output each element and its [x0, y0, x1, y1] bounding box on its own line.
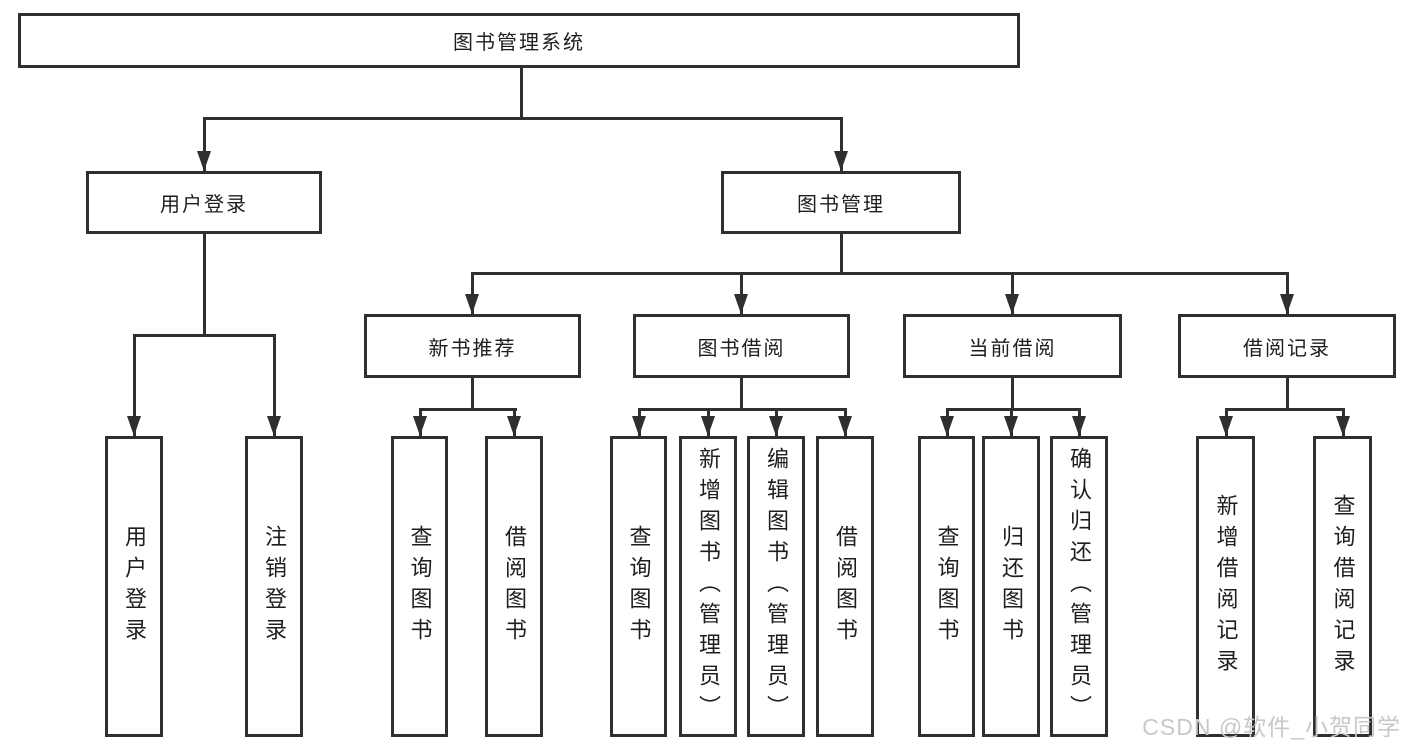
leaf-label: 用户登录: [122, 524, 147, 649]
connector-line: [133, 334, 276, 337]
arrow-down-icon: [1005, 294, 1019, 314]
arrow-down-icon: [413, 416, 427, 436]
arrow-down-icon: [834, 151, 848, 171]
arrow-down-icon: [197, 151, 211, 171]
leaf-add-books-admin: 新增图书（管理员）: [679, 436, 737, 737]
leaf-edit-books-admin: 编辑图书（管理员）: [747, 436, 805, 737]
node-new-book-recommendation: 新书推荐: [364, 314, 581, 378]
connector-line: [1286, 378, 1289, 411]
connector-line: [1286, 272, 1289, 314]
connector-line: [273, 334, 276, 436]
arrow-down-icon: [1072, 416, 1086, 436]
connector-line: [203, 117, 843, 120]
node-book-borrowing: 图书借阅: [633, 314, 850, 378]
connector-line: [1225, 408, 1345, 411]
arrow-down-icon: [769, 416, 783, 436]
leaf-label: 查询图书: [407, 524, 433, 649]
leaf-user-login: 用户登录: [105, 436, 163, 737]
connector-line: [1011, 272, 1014, 314]
leaf-label: 借阅图书: [833, 524, 858, 649]
leaf-borrow-books: 借阅图书: [816, 436, 874, 737]
leaf-query-books: 查询图书: [391, 436, 448, 737]
leaf-query-books: 查询图书: [610, 436, 667, 737]
leaf-logout-login: 注销登录: [245, 436, 303, 737]
arrow-down-icon: [1219, 416, 1233, 436]
connector-line: [203, 234, 206, 337]
arrow-down-icon: [632, 416, 646, 436]
arrow-down-icon: [838, 416, 852, 436]
connector-line: [203, 117, 206, 171]
connector-line: [471, 378, 474, 411]
connector-line: [740, 272, 743, 314]
leaf-borrow-books: 借阅图书: [485, 436, 543, 737]
leaf-label: 查询借阅记录: [1330, 493, 1356, 680]
arrow-down-icon: [734, 294, 748, 314]
leaf-label: 归还图书: [999, 524, 1024, 649]
leaf-label: 新增图书（管理员）: [696, 447, 721, 726]
connector-line: [471, 272, 474, 314]
node-borrowing-records: 借阅记录: [1178, 314, 1396, 378]
leaf-add-borrow-record: 新增借阅记录: [1196, 436, 1255, 737]
arrow-down-icon: [267, 416, 281, 436]
node-user-login: 用户登录: [86, 171, 322, 234]
arrow-down-icon: [1280, 294, 1294, 314]
leaf-label: 编辑图书（管理员）: [764, 447, 789, 726]
arrow-down-icon: [940, 416, 954, 436]
leaf-label: 注销登录: [262, 524, 287, 649]
connector-line: [1011, 378, 1014, 411]
node-current-borrowing: 当前借阅: [903, 314, 1122, 378]
connector-line: [946, 408, 1081, 411]
arrow-down-icon: [701, 416, 715, 436]
leaf-query-borrow-record: 查询借阅记录: [1313, 436, 1372, 737]
connector-line: [840, 117, 843, 171]
arrow-down-icon: [1004, 416, 1018, 436]
leaf-query-books: 查询图书: [918, 436, 975, 737]
connector-line: [840, 234, 843, 275]
node-library-system: 图书管理系统: [18, 13, 1020, 68]
csdn-watermark: CSDN @软件_小贺同学: [1142, 714, 1401, 740]
connector-line: [419, 408, 517, 411]
leaf-label: 查询图书: [934, 524, 960, 649]
leaf-return-books: 归还图书: [982, 436, 1040, 737]
leaf-label: 借阅图书: [502, 524, 527, 649]
connector-line: [638, 408, 847, 411]
node-book-management: 图书管理: [721, 171, 961, 234]
arrow-down-icon: [465, 294, 479, 314]
connector-line: [133, 334, 136, 436]
leaf-label: 查询图书: [626, 524, 652, 649]
connector-line: [740, 378, 743, 411]
leaf-label: 确认归还（管理员）: [1067, 447, 1092, 726]
connector-line: [520, 68, 523, 118]
connector-line: [471, 272, 1289, 275]
arrow-down-icon: [127, 416, 141, 436]
leaf-label: 新增借阅记录: [1213, 493, 1239, 680]
arrow-down-icon: [507, 416, 521, 436]
leaf-confirm-return-admin: 确认归还（管理员）: [1050, 436, 1108, 737]
arrow-down-icon: [1336, 416, 1350, 436]
